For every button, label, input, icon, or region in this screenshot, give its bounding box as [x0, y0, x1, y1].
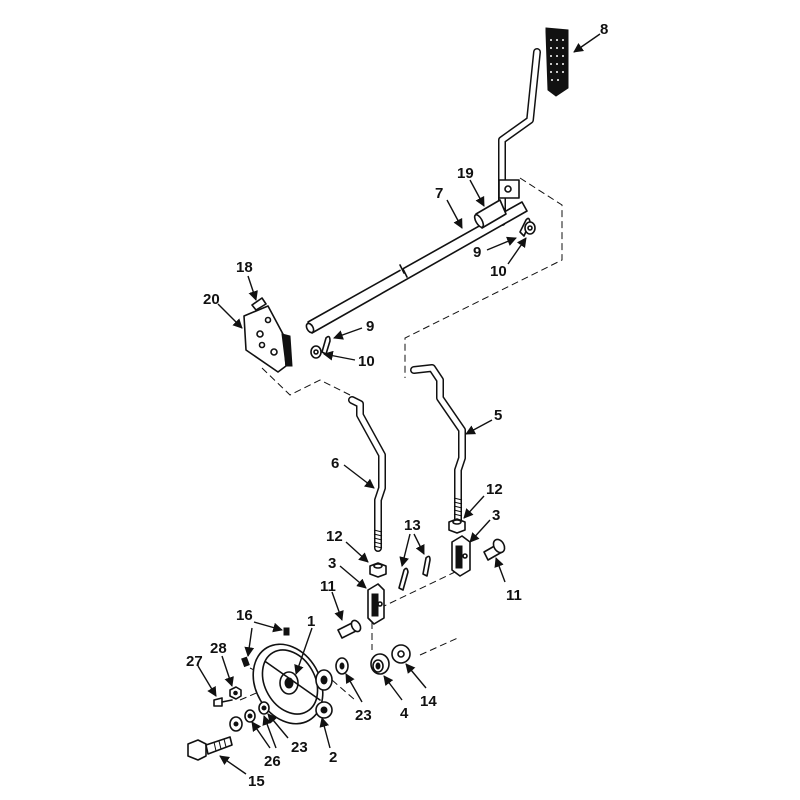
svg-text:23: 23 — [291, 739, 308, 756]
callout-12: 12 — [326, 528, 369, 563]
callout-8: 8 — [573, 21, 608, 53]
clevis-pin — [483, 538, 506, 561]
callout-23: 23 — [345, 673, 372, 724]
callout-19: 19 — [457, 165, 485, 207]
set-screw — [283, 627, 290, 636]
svg-text:28: 28 — [210, 640, 227, 657]
hex-bolt — [187, 736, 233, 761]
svg-text:23: 23 — [355, 707, 372, 724]
bracket-clip — [251, 297, 267, 311]
callout-10: 10 — [323, 350, 375, 370]
clevis — [367, 583, 385, 625]
svg-text:14: 14 — [420, 693, 437, 710]
callout-5: 5 — [465, 407, 502, 435]
callout-11: 11 — [494, 557, 522, 604]
callout-26: 26 — [251, 715, 281, 770]
flat-washer — [391, 644, 411, 664]
svg-text:19: 19 — [457, 165, 474, 182]
callout-13: 13 — [399, 517, 425, 567]
svg-text:9: 9 — [473, 244, 481, 261]
jam-nut — [369, 562, 387, 578]
cotter-pin — [422, 555, 431, 577]
callout-4: 4 — [383, 675, 409, 722]
lock-washer — [258, 701, 270, 715]
callout-3: 3 — [328, 555, 367, 589]
shaft-coupler — [473, 199, 507, 229]
svg-text:18: 18 — [236, 259, 253, 276]
set-screw — [241, 656, 250, 668]
small-screw — [213, 697, 233, 707]
callout-6: 6 — [331, 455, 375, 489]
mounting-bracket — [243, 305, 293, 373]
clevis — [451, 535, 471, 577]
svg-text:12: 12 — [326, 528, 343, 545]
svg-text:8: 8 — [600, 21, 608, 38]
pedal-pad — [545, 27, 569, 97]
svg-text:3: 3 — [328, 555, 336, 572]
control-rod-left — [348, 396, 386, 552]
callout-9: 9 — [473, 236, 517, 261]
control-rod-right — [410, 364, 466, 524]
svg-text:20: 20 — [203, 291, 220, 308]
svg-text:11: 11 — [506, 587, 522, 604]
hex-nut — [229, 686, 242, 700]
svg-text:9: 9 — [366, 318, 374, 335]
svg-text:3: 3 — [492, 507, 500, 524]
svg-text:11: 11 — [320, 578, 336, 595]
clevis-pin — [337, 619, 362, 639]
cross-shaft — [305, 201, 528, 334]
callout-11: 11 — [320, 578, 344, 621]
cotter-pin — [321, 335, 331, 355]
callout-9: 9 — [333, 318, 374, 340]
callout-3: 3 — [469, 507, 500, 543]
idler-pulley — [252, 643, 324, 725]
svg-text:27: 27 — [186, 653, 203, 670]
flat-washer — [229, 716, 243, 732]
washer — [310, 345, 322, 359]
svg-text:6: 6 — [331, 455, 339, 472]
svg-text:13: 13 — [404, 517, 421, 534]
svg-text:10: 10 — [358, 353, 375, 370]
svg-text:4: 4 — [400, 705, 409, 722]
callout-2: 2 — [319, 717, 337, 766]
spacer — [370, 653, 390, 675]
callout-16: 16 — [236, 607, 283, 657]
svg-text:10: 10 — [490, 263, 507, 280]
svg-text:7: 7 — [435, 185, 443, 202]
svg-text:26: 26 — [264, 753, 281, 770]
callout-1: 1 — [294, 613, 315, 675]
spacer-washer — [335, 657, 349, 675]
pulley-hub — [315, 669, 333, 719]
callout-27: 27 — [186, 653, 217, 697]
callout-18: 18 — [236, 259, 258, 301]
washer — [524, 221, 536, 235]
cotter-pin — [398, 567, 409, 591]
callout-15: 15 — [219, 755, 265, 790]
svg-text:15: 15 — [248, 773, 265, 790]
svg-text:2: 2 — [329, 749, 337, 766]
callout-14: 14 — [405, 663, 437, 710]
callout-28: 28 — [210, 640, 234, 687]
callout-20: 20 — [203, 291, 243, 329]
svg-text:5: 5 — [494, 407, 502, 424]
svg-text:12: 12 — [486, 481, 503, 498]
jam-nut — [448, 518, 466, 534]
callout-10: 10 — [490, 237, 527, 280]
pedal-arm — [498, 48, 541, 226]
lock-washer — [244, 709, 256, 723]
svg-text:16: 16 — [236, 607, 253, 624]
callout-7: 7 — [435, 185, 463, 229]
callout-12: 12 — [463, 481, 503, 519]
svg-text:1: 1 — [307, 613, 315, 630]
